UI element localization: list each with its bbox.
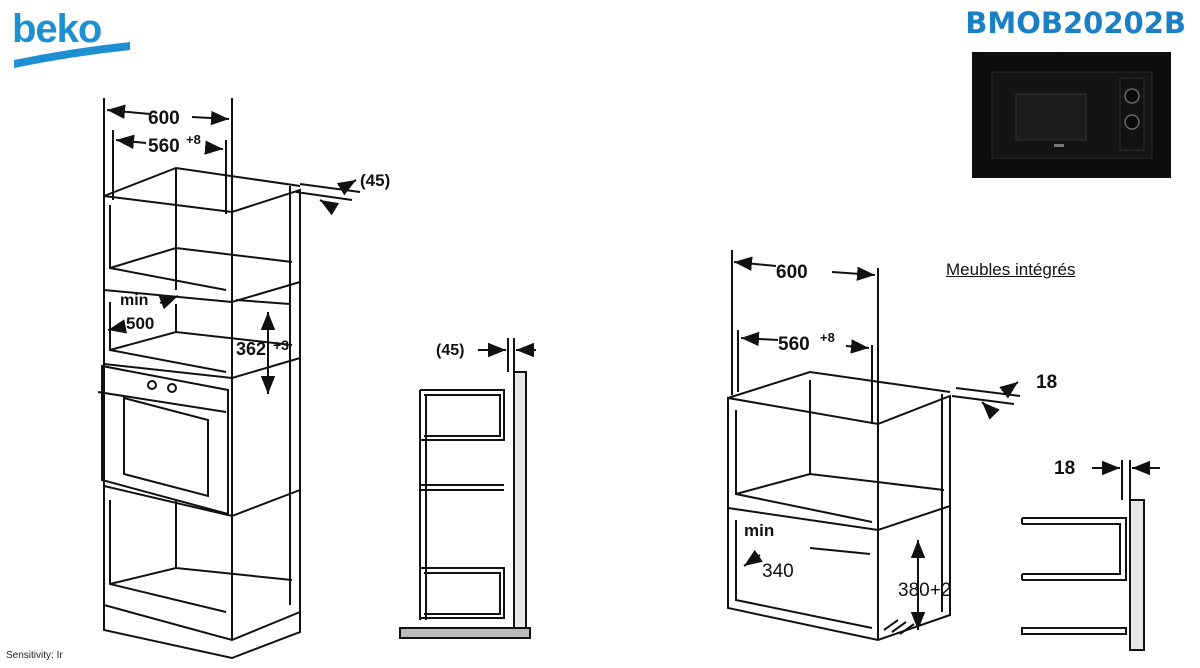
brand-logo: beko <box>12 2 142 79</box>
right-min-label: min <box>744 521 774 540</box>
right-niche-height: 380+2 <box>898 580 951 601</box>
built-in-caption: Meubles intégrés <box>946 260 1076 279</box>
microwave-photo <box>972 52 1171 178</box>
right-panel-thickness: 18 <box>1036 372 1057 393</box>
brand-text: beko <box>12 7 101 51</box>
right-min-depth: 340 <box>762 561 794 582</box>
left-width-total: 600 <box>148 108 180 129</box>
brand-swoosh <box>14 42 130 68</box>
sensitivity-label: Sensitivity: Ir <box>6 650 63 661</box>
left-niche-tol: +3 <box>273 337 289 353</box>
side-right-thickness: 18 <box>1054 458 1075 479</box>
side-left-gap: (45) <box>436 342 464 359</box>
left-width-tol: +8 <box>186 132 201 147</box>
side-section-left <box>399 338 536 639</box>
left-min-label: min <box>120 292 148 309</box>
model-number: BMOB20202B <box>965 6 1186 40</box>
left-depth-gap: (45) <box>360 171 390 190</box>
tall-cabinet-diagram <box>97 98 361 660</box>
side-section-right <box>1021 460 1160 651</box>
right-width-total: 600 <box>776 262 808 283</box>
right-width-inner: 560 <box>778 334 810 355</box>
left-niche-height: 362 <box>236 339 266 359</box>
right-width-tol: +8 <box>820 330 835 345</box>
left-width-inner: 560 <box>148 136 180 157</box>
left-min-depth: 500 <box>126 314 154 333</box>
built-in-cabinet-diagram <box>727 250 1021 642</box>
